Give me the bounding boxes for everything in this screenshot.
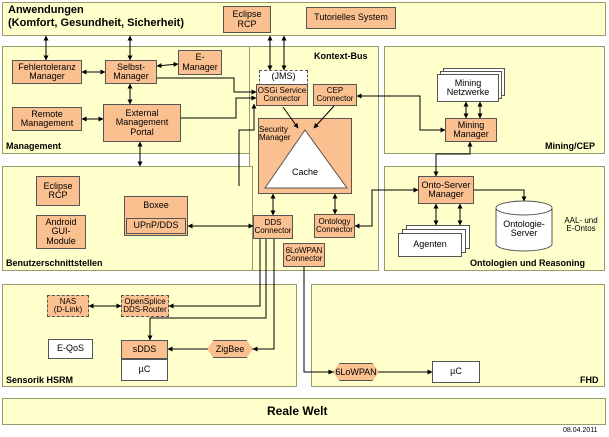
security-manager-label: Security Manager <box>259 124 291 142</box>
ui-layer-label: Benutzerschnittstellen <box>6 258 103 268</box>
zigbee-hexagon: ZigBee <box>207 340 253 358</box>
ui-eclipse-rcp-box: Eclipse RCP <box>36 176 80 206</box>
fault-tolerance-manager-box: Fehlertoleranz Manager <box>12 60 82 84</box>
6lowpan-connector-box: 6LoWPAN Connector <box>283 243 325 267</box>
date-label: 08.04.2011 <box>563 427 598 434</box>
android-gui-box: Android GUI-Module <box>36 215 86 249</box>
6lowpan-hexagon: 6LoWPAN <box>333 363 379 381</box>
remote-management-box: Remote Management <box>12 107 82 131</box>
aal-ontos-label: AAL- und E-Ontos <box>564 215 598 233</box>
ontology-layer-label: Ontologien und Reasoning <box>470 258 585 268</box>
sensorik-label: Sensorik HSRM <box>6 375 74 385</box>
nas-box: NAS (D-Link) <box>47 295 89 317</box>
sdds-box: sDDS <box>121 340 168 359</box>
dds-connector-box: DDS Connector <box>253 215 293 239</box>
ontology-connector-box: Ontology Connector <box>314 214 355 238</box>
mining-networks-box: Mining Netzwerke <box>437 74 499 102</box>
fhd-uc-box: µC <box>432 361 480 383</box>
mining-manager-box: Mining Manager <box>445 118 497 142</box>
osgi-service-connector-box: OSGi Service Connector <box>256 84 308 106</box>
sensorik-uc-box: µC <box>121 359 168 381</box>
e-manager-box: E- Manager <box>178 50 222 75</box>
real-world-label: Reale Welt <box>267 404 328 418</box>
applications-subtitle: (Komfort, Gesundheit, Sicherheit) <box>8 17 185 29</box>
onto-server-manager-box: Onto-Server Manager <box>418 176 474 204</box>
opensplice-router-box: OpenSplice DDS-Router <box>121 295 169 317</box>
boxee-box: Boxee <box>126 198 186 213</box>
upnp-dds-box: UPnP/DDS <box>126 218 186 234</box>
ontology-server-label: Ontologie- Server <box>503 218 545 238</box>
agents-box: Agenten <box>398 233 462 257</box>
top-eclipse-rcp-box: Eclipse RCP <box>223 6 271 33</box>
layer-applications <box>2 2 606 36</box>
layer-real-world <box>2 398 606 425</box>
fhd-label: FHD <box>580 375 599 385</box>
tutorial-system-box: Tutorielles System <box>306 7 396 29</box>
mining-cep-label: Mining/CEP <box>545 141 595 151</box>
external-management-portal-box: External Management Portal <box>103 104 181 142</box>
self-manager-box: Selbst- Manager <box>105 60 157 84</box>
management-label: Management <box>6 141 62 151</box>
context-bus-label: Kontext-Bus <box>314 51 368 61</box>
eqos-box: E-QoS <box>48 339 93 359</box>
cache-label: Cache <box>291 167 318 178</box>
applications-title: Anwendungen <box>8 4 84 16</box>
cep-connector-box: CEP Connector <box>313 84 357 106</box>
